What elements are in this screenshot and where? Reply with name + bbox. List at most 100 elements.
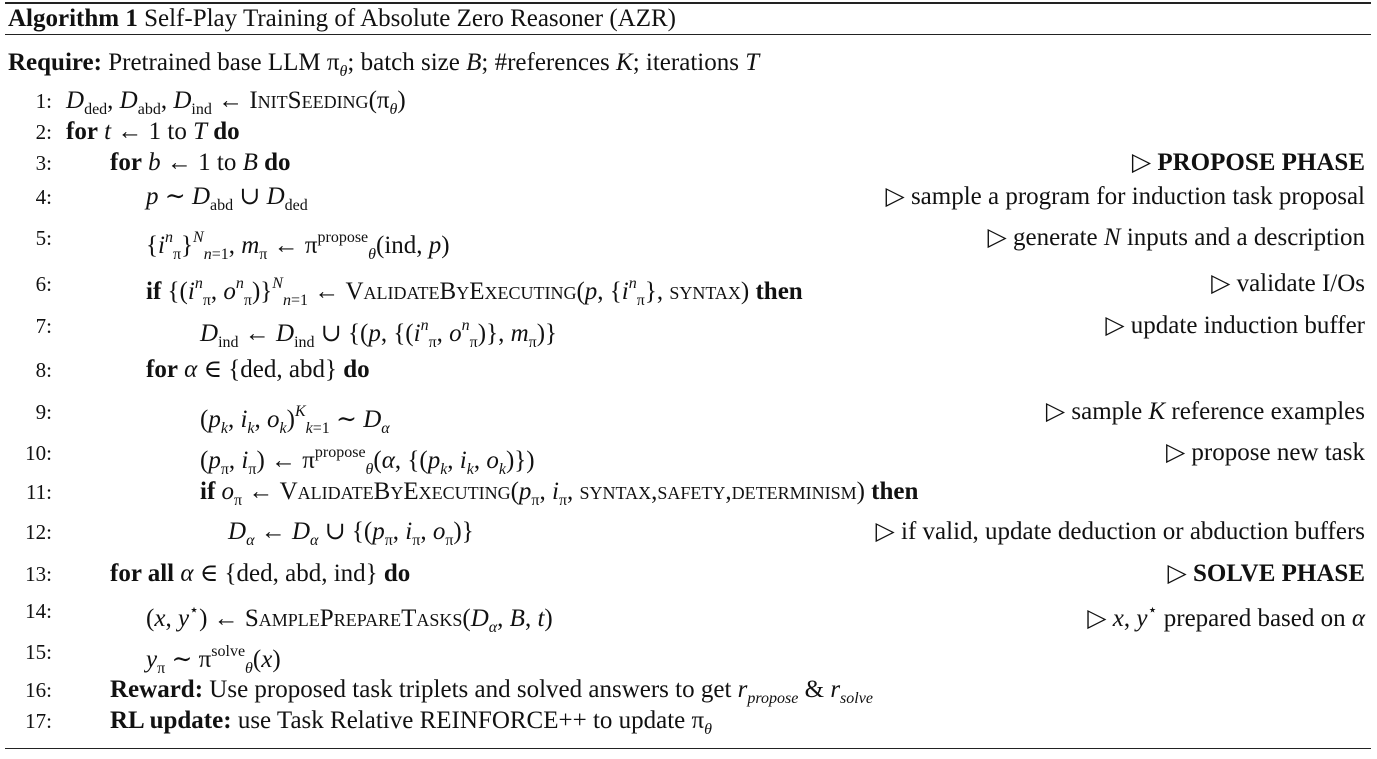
text-segment: D bbox=[291, 518, 311, 545]
text-segment: =1 bbox=[290, 292, 308, 309]
text-segment: ; #references bbox=[481, 49, 617, 76]
text-segment: , bbox=[447, 447, 460, 474]
text-segment: y bbox=[146, 646, 158, 673]
keyword: SOLVE PHASE bbox=[1192, 560, 1365, 587]
line-code: Dind ← Dind ∪ {(p, {(inπ, onπ)}, mπ)} bbox=[200, 310, 557, 359]
line-comment: ▷ update induction buffer bbox=[1105, 310, 1365, 342]
keyword: if bbox=[146, 278, 162, 305]
text-segment: y bbox=[1136, 605, 1148, 632]
text-segment: , bbox=[524, 605, 538, 632]
text-segment: ( bbox=[146, 605, 155, 632]
text-segment: ← π bbox=[267, 232, 318, 259]
text-segment: ← bbox=[242, 478, 280, 505]
text-segment: ∈ {ded, abd} bbox=[197, 356, 344, 383]
text-segment: ⋆ bbox=[1147, 602, 1158, 619]
line-number: 14: bbox=[25, 599, 52, 623]
line-number: 7: bbox=[35, 314, 52, 338]
line-code: Dded, Dabd, Dind ← InitSeeding(πθ) bbox=[66, 85, 406, 126]
line-code: Require: Pretrained base LLM πθ; batch s… bbox=[8, 47, 759, 88]
algorithm-line: 8:for α ∈ {ded, abd} do bbox=[0, 354, 1365, 386]
text-segment: ▷ generate bbox=[987, 224, 1104, 251]
text-segment: α bbox=[180, 560, 194, 587]
text-segment: n bbox=[282, 292, 291, 309]
text-segment: , bbox=[497, 605, 510, 632]
text-segment: x bbox=[261, 646, 273, 673]
line-code: for α ∈ {ded, abd} do bbox=[146, 354, 370, 386]
text-segment: π bbox=[558, 492, 568, 509]
text-segment: solve bbox=[211, 643, 246, 660]
text-segment: ▷ sample bbox=[1045, 398, 1149, 425]
text-segment: ( bbox=[510, 478, 519, 505]
text-segment: k bbox=[440, 461, 448, 478]
text-segment: p bbox=[146, 183, 159, 210]
text-segment: ded bbox=[284, 197, 308, 214]
text-segment: o bbox=[449, 320, 462, 347]
line-number: 16: bbox=[25, 678, 52, 702]
text-segment: π bbox=[528, 334, 537, 351]
keyword: Require: bbox=[8, 49, 102, 76]
algorithm-line: 15:yπ ∼ πsolveθ(x) bbox=[0, 636, 1365, 677]
text-segment: n bbox=[461, 317, 470, 334]
text-segment: π bbox=[202, 292, 211, 309]
text-segment: ( bbox=[576, 278, 585, 305]
text-segment: o bbox=[223, 278, 236, 305]
line-number: 2: bbox=[35, 120, 52, 144]
text-segment: ( bbox=[252, 646, 262, 673]
text-segment: K bbox=[616, 49, 633, 76]
text-segment: o bbox=[432, 518, 446, 545]
keyword: for all bbox=[110, 560, 175, 587]
text-segment: } bbox=[181, 232, 194, 259]
keyword: do bbox=[343, 356, 370, 383]
line-comment: ▷ sample K reference examples bbox=[1046, 396, 1365, 428]
text-segment: )} bbox=[251, 278, 273, 305]
text-segment: }, bbox=[644, 278, 670, 305]
text-segment: , bbox=[228, 232, 242, 259]
line-code: for all α ∈ {ded, abd, ind} do bbox=[110, 558, 410, 590]
text-segment: α bbox=[381, 447, 395, 474]
text-segment: m bbox=[510, 320, 529, 347]
text-segment: ← bbox=[211, 87, 250, 114]
text-segment: ← bbox=[254, 518, 292, 545]
text-segment: , bbox=[254, 406, 267, 433]
procedure-name: SamplePrepareTasks bbox=[244, 605, 463, 632]
text-segment: t bbox=[104, 118, 112, 145]
text-segment: ∼ π bbox=[165, 646, 212, 673]
text-segment: D bbox=[66, 87, 85, 114]
text-segment: n bbox=[194, 275, 203, 292]
algorithm-line: 12:Dα ← Dα ∪ {(pπ, iπ, oπ)}▷ if valid, u… bbox=[0, 516, 1365, 549]
text-segment: p bbox=[584, 278, 598, 305]
line-code: if oπ ← ValidateByExecuting(pπ, iπ, synt… bbox=[200, 476, 918, 517]
text-segment: b bbox=[148, 149, 161, 176]
text-segment: K bbox=[294, 403, 306, 420]
line-comment: ▷ validate I/Os bbox=[1211, 268, 1365, 300]
text-segment: ← bbox=[238, 320, 277, 347]
line-number: 9: bbox=[35, 400, 52, 424]
text-segment: D bbox=[266, 183, 285, 210]
text-segment: π bbox=[243, 292, 252, 309]
algorithm-title: Algorithm 1 Self-Play Training of Absolu… bbox=[8, 4, 676, 34]
text-segment: k bbox=[220, 420, 228, 437]
text-segment: ▷ bbox=[1167, 560, 1193, 587]
text-segment: p bbox=[208, 406, 221, 433]
text-segment: y bbox=[177, 605, 190, 632]
text-segment: θ bbox=[368, 246, 377, 263]
text-segment: T bbox=[193, 118, 207, 145]
text-segment: , bbox=[228, 447, 242, 474]
line-number: 17: bbox=[25, 709, 52, 733]
text-segment: θ bbox=[389, 101, 398, 118]
text-segment: propose bbox=[317, 229, 369, 246]
text-segment: k bbox=[247, 420, 255, 437]
text-segment: ∪ {( bbox=[314, 320, 369, 347]
text-segment: , bbox=[1123, 605, 1137, 632]
keyword: then bbox=[755, 278, 803, 305]
text-segment: i bbox=[621, 278, 629, 305]
text-segment: i bbox=[413, 320, 421, 347]
algorithm-line: 5:{inπ}Nn=1, mπ ← πproposeθ(ind, p)▷ gen… bbox=[0, 222, 1365, 263]
keyword: PROPOSE PHASE bbox=[1157, 149, 1365, 176]
text-segment: ind bbox=[191, 101, 212, 118]
line-code: for b ← 1 to B do bbox=[110, 147, 291, 179]
text-segment: D bbox=[228, 518, 247, 545]
text-segment: ) bbox=[740, 278, 756, 305]
text-segment: θ bbox=[339, 63, 348, 80]
text-segment: ▷ if valid, update deduction or abductio… bbox=[875, 518, 1365, 545]
